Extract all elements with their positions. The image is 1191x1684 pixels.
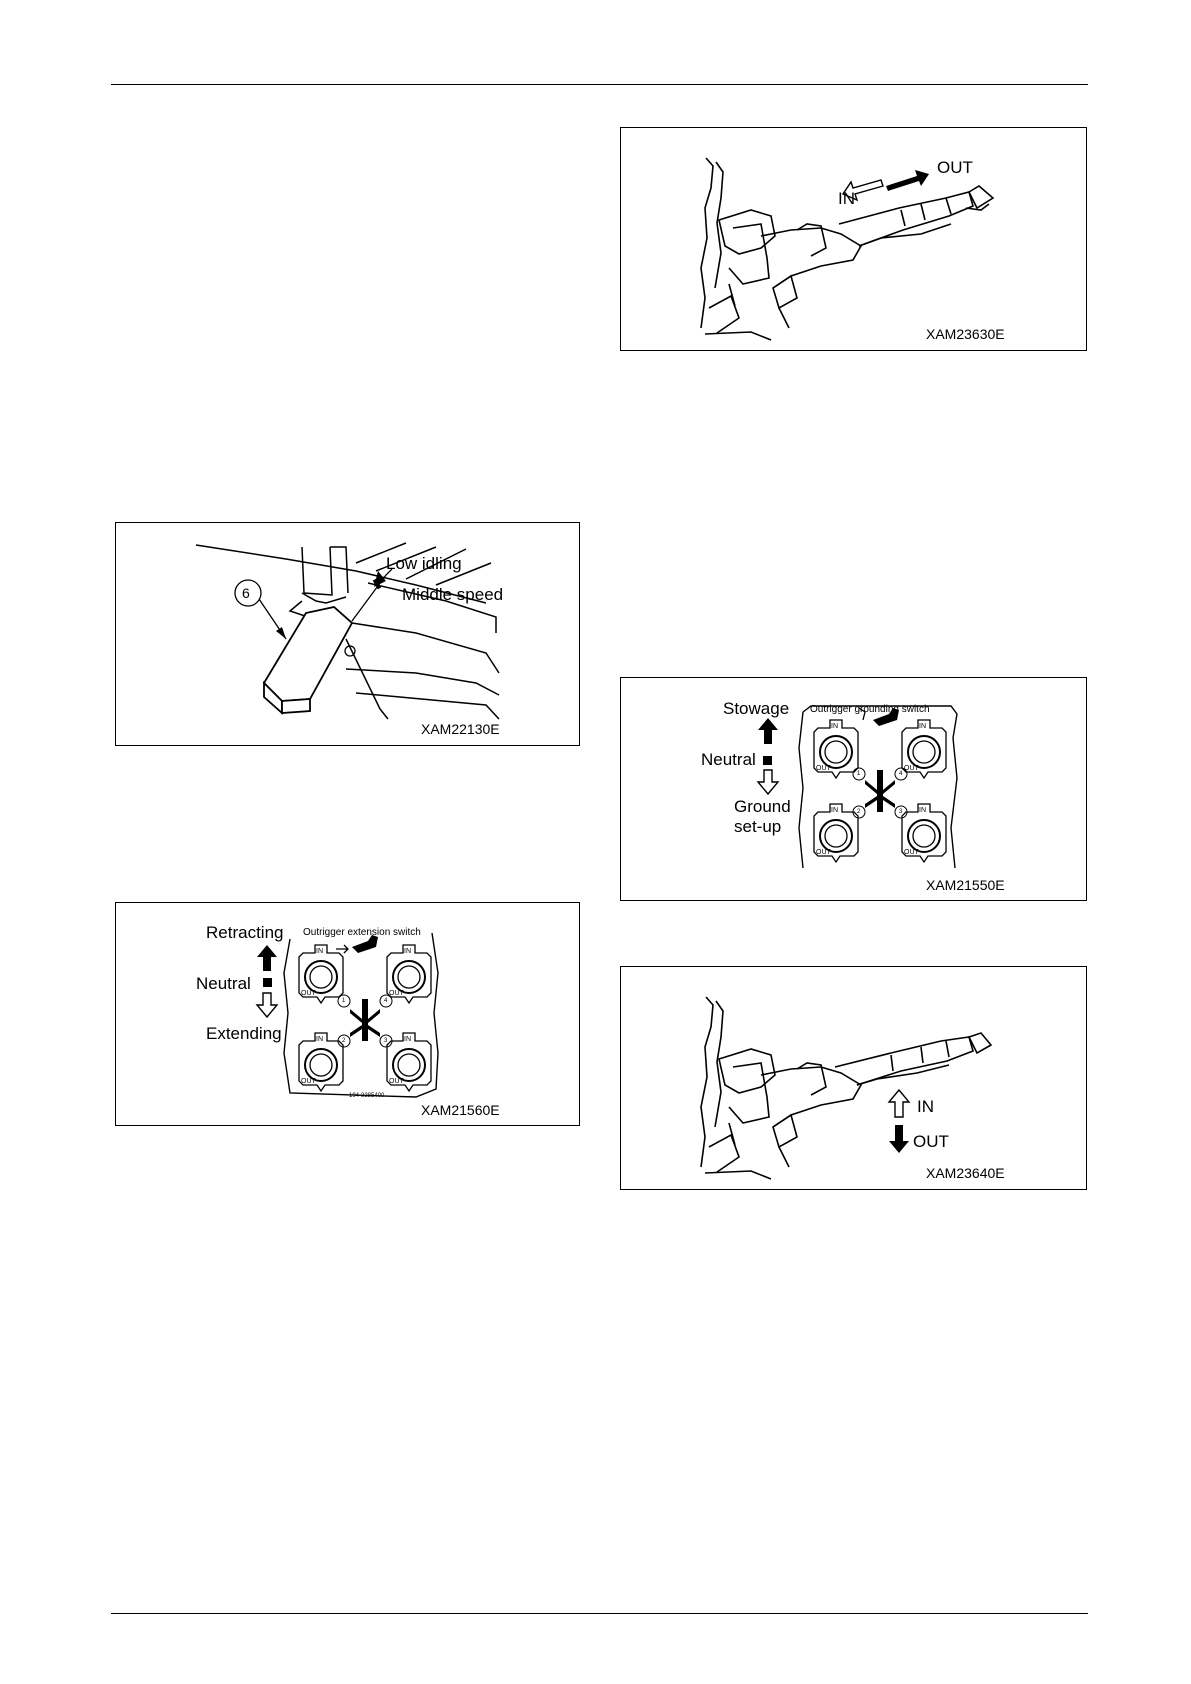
switch-number-2: 2: [857, 809, 860, 815]
switch-button: IN OUT: [299, 945, 343, 1003]
button-in-label: IN: [831, 723, 838, 730]
boom-extend-illustration: [621, 128, 1086, 350]
switch-button: IN OUT: [902, 804, 946, 862]
button-out-label: OUT: [816, 849, 832, 856]
switch-title: Outrigger extension switch: [303, 928, 421, 938]
label-in: IN: [917, 1098, 934, 1115]
label-setup: set-up: [734, 818, 781, 835]
part-number: 194-3285400: [349, 1093, 384, 1099]
label-stowage: Stowage: [723, 700, 789, 717]
switch-number-3: 3: [899, 809, 902, 815]
switch-button: IN OUT: [814, 720, 858, 778]
button-in-label: IN: [404, 948, 411, 955]
header-rule: [111, 84, 1088, 85]
switch-number-1: 1: [857, 771, 860, 777]
switch-number-3: 3: [384, 1038, 387, 1044]
button-out-label: OUT: [904, 849, 920, 856]
figure-code: XAM23640E: [926, 1166, 1005, 1180]
switch-number-4: 4: [899, 771, 902, 777]
button-in-label: IN: [316, 1036, 323, 1043]
label-out: OUT: [913, 1133, 949, 1150]
figure-pedal: 6 Low idling Middle speed XAM22130E: [115, 522, 580, 746]
button-out-label: OUT: [389, 990, 405, 997]
button-in-label: IN: [919, 723, 926, 730]
label-callout: 6: [242, 586, 250, 600]
label-out: OUT: [937, 159, 973, 176]
label-low-idling: Low idling: [386, 555, 462, 572]
switch-button: IN OUT: [387, 945, 431, 1003]
button-in-label: IN: [831, 807, 838, 814]
switch-number-4: 4: [384, 998, 387, 1004]
figure-code: XAM22130E: [421, 722, 500, 736]
label-extending: Extending: [206, 1025, 282, 1042]
label-middle-speed: Middle speed: [402, 586, 503, 603]
label-neutral: Neutral: [701, 751, 756, 768]
button-in-label: IN: [919, 807, 926, 814]
label-in: IN: [838, 190, 855, 207]
figure-extension-switch: IN OUT IN OUT IN OUT IN OUT Outrigger extension…: [115, 902, 580, 1126]
button-out-label: OUT: [301, 990, 317, 997]
switch-number-2: 2: [342, 1038, 345, 1044]
button-out-label: OUT: [389, 1078, 405, 1085]
figure-boom-updown: IN OUT XAM23640E: [620, 966, 1087, 1190]
pedal-illustration: [116, 523, 579, 745]
switch-button: IN OUT: [299, 1033, 343, 1091]
button-out-label: OUT: [816, 765, 832, 772]
figure-code: XAM21560E: [421, 1103, 500, 1117]
button-in-label: IN: [404, 1036, 411, 1043]
label-retracting: Retracting: [206, 924, 283, 941]
switch-number-1: 1: [342, 998, 345, 1004]
label-ground: Ground: [734, 798, 791, 815]
button-in-label: IN: [316, 948, 323, 955]
footer-rule: [111, 1613, 1088, 1614]
figure-code: XAM21550E: [926, 878, 1005, 892]
boom-updown-illustration: [621, 967, 1086, 1189]
label-neutral: Neutral: [196, 975, 251, 992]
button-out-label: OUT: [301, 1078, 317, 1085]
switch-title: Outrigger grounding switch: [810, 705, 930, 715]
switch-button: IN OUT: [387, 1033, 431, 1091]
figure-code: XAM23630E: [926, 327, 1005, 341]
switch-button: IN OUT: [814, 804, 858, 862]
figure-boom-extend: OUT IN XAM23630E: [620, 127, 1087, 351]
